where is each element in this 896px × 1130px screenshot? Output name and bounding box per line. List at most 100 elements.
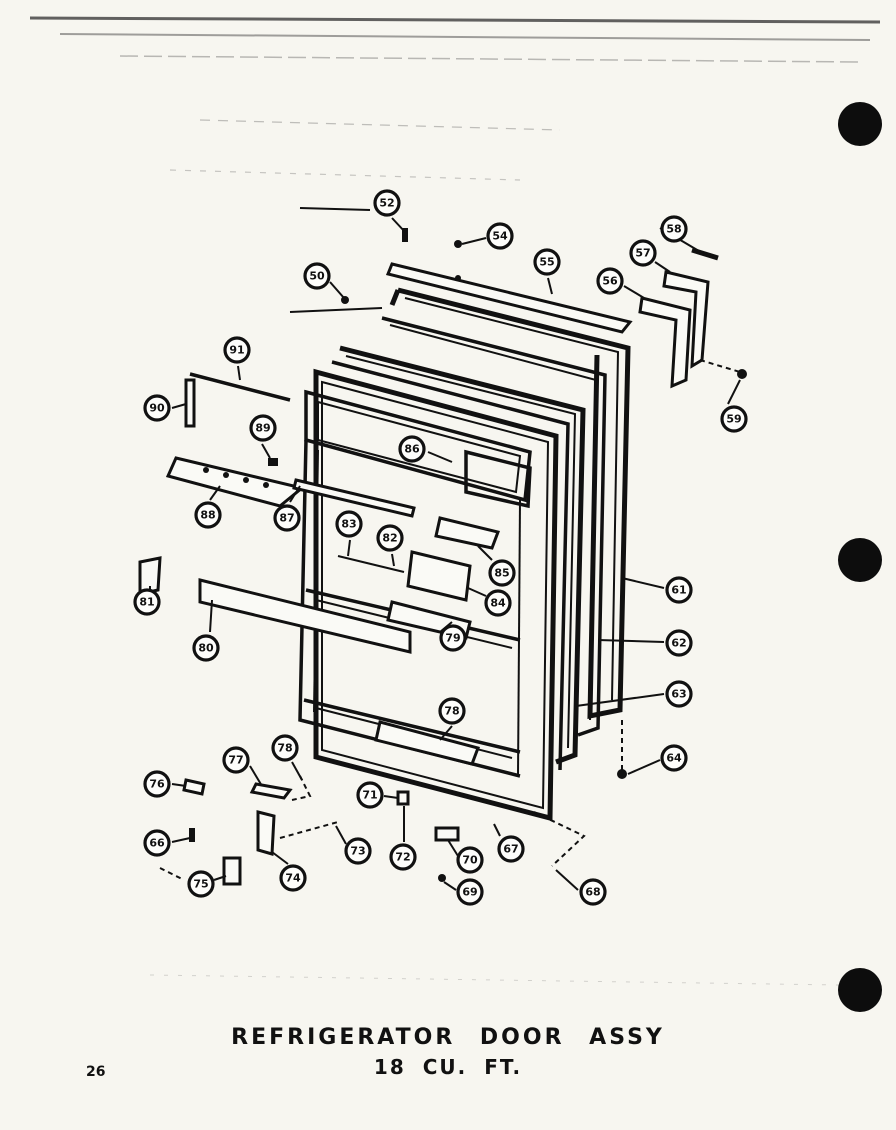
callout-label: 86: [404, 443, 420, 456]
callout-circle: [344, 837, 372, 865]
callout-circle: [484, 589, 512, 617]
callout-89: 89: [249, 414, 277, 442]
callout-label: 73: [350, 845, 365, 858]
callout-label: 91: [229, 344, 244, 357]
callout-label: 58: [666, 223, 681, 236]
callout-circle: [533, 248, 561, 276]
binder-hole-bottom: [838, 968, 882, 1012]
callout-52: 52: [373, 189, 401, 217]
callout-82: 82: [376, 524, 404, 552]
callout-74: 74: [279, 864, 307, 892]
callout-label: 54: [492, 230, 508, 243]
left-components: [138, 372, 416, 654]
callout-86: 86: [398, 435, 426, 463]
callout-circle: [438, 697, 466, 725]
scan-artifacts: [29, 16, 881, 986]
callout-77: 77: [222, 746, 250, 774]
callout-label: 68: [585, 886, 600, 899]
binder-hole-top: [838, 102, 882, 146]
callout-circle: [143, 770, 171, 798]
callout-label: 63: [671, 688, 686, 701]
callout-61: 61: [665, 576, 693, 604]
leader-lines: [149, 217, 741, 891]
callout-circle: [192, 634, 220, 662]
callout-circle: [273, 504, 301, 532]
callout-56: 56: [596, 267, 624, 295]
callout-label: 71: [362, 789, 377, 802]
callout-58: 58: [660, 215, 688, 243]
callout-label: 82: [382, 532, 397, 545]
callout-circle: [143, 829, 171, 857]
door-top-cap: [385, 262, 633, 334]
callout-70: 70: [456, 846, 484, 874]
callout-circle: [187, 870, 215, 898]
callout-circle: [376, 524, 404, 552]
callout-circle: [665, 629, 693, 657]
callout-label: 67: [503, 843, 518, 856]
callout-circle: [488, 559, 516, 587]
callout-label: 69: [462, 886, 477, 899]
callout-label: 75: [193, 878, 208, 891]
callout-67: 67: [497, 835, 525, 863]
callout-85: 85: [488, 559, 516, 587]
callout-label: 59: [726, 413, 741, 426]
callout-81: 81: [133, 588, 161, 616]
callout-label: 72: [395, 851, 410, 864]
callout-circle: [223, 336, 251, 364]
callout-circle: [194, 501, 222, 529]
callout-75: 75: [187, 870, 215, 898]
callout-label: 88: [200, 509, 215, 522]
callout-label: 84: [490, 597, 506, 610]
callout-circle: [629, 239, 657, 267]
callout-label: 77: [228, 754, 243, 767]
callout-circle: [456, 846, 484, 874]
callout-circle: [133, 588, 161, 616]
door-gasket: [331, 345, 586, 771]
callout-87: 87: [273, 504, 301, 532]
callout-59: 59: [720, 405, 748, 433]
callout-90: 90: [143, 394, 171, 422]
top-hinge-parts: [638, 247, 747, 389]
callout-label: 76: [149, 778, 165, 791]
callout-label: 70: [462, 854, 478, 867]
callout-54: 54: [486, 222, 514, 250]
callout-label: 50: [309, 270, 325, 283]
page-number: 26: [86, 1064, 106, 1080]
callout-circle: [335, 510, 363, 538]
callout-label: 56: [602, 275, 618, 288]
callout-layer: 52 54 55 58 57 56 50 59 91 90 89 86 88 87 83 82 85 84 61 81…: [133, 189, 748, 906]
callout-circle: [439, 624, 467, 652]
callout-label: 80: [198, 642, 214, 655]
callout-label: 52: [379, 197, 394, 210]
callout-label: 74: [285, 872, 301, 885]
callout-label: 55: [539, 256, 554, 269]
callout-circle: [222, 746, 250, 774]
callout-57: 57: [629, 239, 657, 267]
callout-circle: [143, 394, 171, 422]
callout-label: 66: [149, 837, 165, 850]
diagram-subtitle: 18 CU. FT.: [373, 1055, 523, 1079]
callout-label: 85: [494, 567, 509, 580]
callout-circle: [303, 262, 331, 290]
callout-label: 61: [671, 584, 686, 597]
callout-label: 79: [445, 632, 460, 645]
callout-label: 90: [149, 402, 165, 415]
diagram-title: REFRIGERATOR DOOR ASSY: [231, 1025, 665, 1050]
callout-circle: [497, 835, 525, 863]
callout-circle: [665, 576, 693, 604]
callout-label: 83: [341, 518, 356, 531]
callout-88: 88: [194, 501, 222, 529]
callout-circle: [596, 267, 624, 295]
callout-69: 69: [456, 878, 484, 906]
callout-62: 62: [665, 629, 693, 657]
callout-84: 84: [484, 589, 512, 617]
butter-compartment: [337, 516, 500, 602]
callout-72: 72: [389, 843, 417, 871]
callout-78: 78: [271, 734, 299, 762]
callout-circle: [660, 215, 688, 243]
callout-circle: [660, 744, 688, 772]
bottom-hinge-parts: [159, 720, 627, 886]
callout-64: 64: [660, 744, 688, 772]
